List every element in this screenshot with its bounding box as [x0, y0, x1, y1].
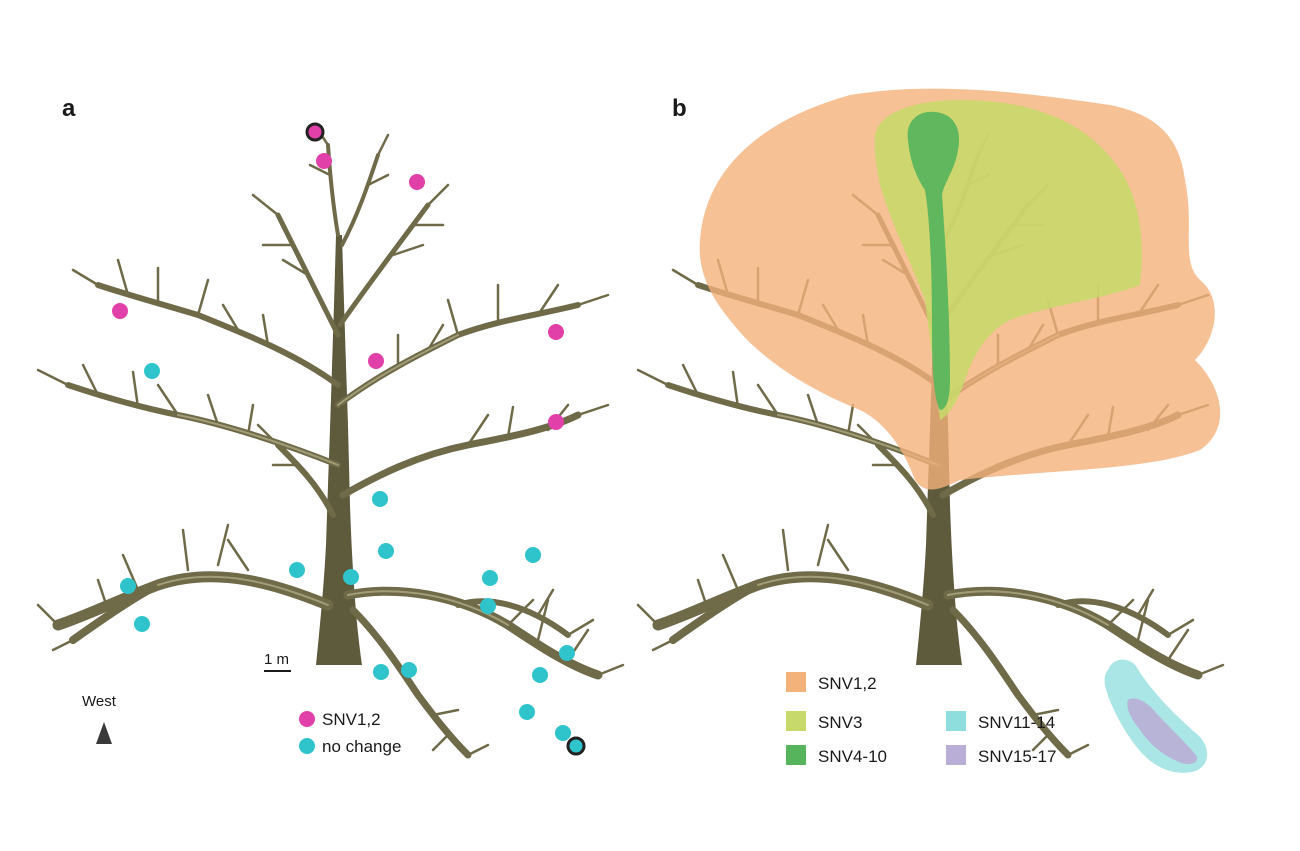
nochange-marker-3: [378, 543, 394, 559]
legend-b-item-snv15-17: SNV15-17: [946, 745, 1056, 766]
nochange-marker-13: [401, 662, 417, 678]
snv-markers: [112, 122, 564, 430]
nochange-marker-8: [120, 578, 136, 594]
snv-marker-4: [548, 324, 564, 340]
legend-b-label-snv1-2: SNV1,2: [818, 674, 877, 693]
nochange-marker-12: [373, 664, 389, 680]
snv-marker-6: [548, 414, 564, 430]
nochange-marker-4: [525, 547, 541, 563]
nochange-marker-16: [555, 725, 571, 741]
snv-marker-2: [409, 174, 425, 190]
nochange-marker-10: [134, 616, 150, 632]
nochange-marker-11: [559, 645, 575, 661]
scale-bar-label: 1 m: [264, 651, 289, 668]
legend-a-item-snv: SNV1,2: [299, 710, 381, 729]
nochange-marker-7: [482, 570, 498, 586]
legend-b-item-snv11-14: SNV11-14: [946, 711, 1055, 732]
north-arrow-icon: [96, 722, 112, 744]
legend-a-item-nochange: no change: [299, 737, 401, 756]
legend-a-label-nochange: no change: [322, 737, 401, 756]
nochange-marker-2: [372, 491, 388, 507]
legend-a-swatch-snv: [299, 711, 315, 727]
orientation-label: West: [82, 693, 117, 710]
legend-b-swatch-snv11-14: [946, 711, 966, 731]
legend-a: SNV1,2 no change: [299, 710, 401, 756]
panel-a: a 1 m West SNV1,2 no change: [38, 95, 623, 756]
legend-b-item-snv3: SNV3: [786, 711, 862, 732]
nochange-marker-5: [289, 562, 305, 578]
legend-b-label-snv4-10: SNV4-10: [818, 747, 887, 766]
legend-a-swatch-nochange: [299, 738, 315, 754]
legend-b-label-snv15-17: SNV15-17: [978, 747, 1056, 766]
nochange-marker-14: [532, 667, 548, 683]
nochange-marker-15: [519, 704, 535, 720]
tree-illustration-a: [38, 130, 623, 755]
legend-b-swatch-snv3: [786, 711, 806, 731]
snv-marker-1: [316, 153, 332, 169]
nochange-marker-17: [566, 736, 586, 756]
legend-a-label-snv: SNV1,2: [322, 710, 381, 729]
panel-a-label: a: [62, 95, 76, 122]
nochange-marker-1: [144, 363, 160, 379]
legend-b-item-snv1-2: SNV1,2: [786, 672, 877, 693]
snv-marker-7: [305, 122, 325, 142]
legend-b-label-snv11-14: SNV11-14: [978, 713, 1055, 732]
nochange-markers: [120, 363, 586, 756]
legend-b-label-snv3: SNV3: [818, 713, 862, 732]
region-snv4-10: [907, 111, 960, 410]
panel-b: b SNV1,2 SNV3 SNV4-10: [638, 88, 1223, 773]
legend-b-swatch-snv15-17: [946, 745, 966, 765]
legend-b-item-snv4-10: SNV4-10: [786, 745, 887, 766]
legend-b-swatch-snv4-10: [786, 745, 806, 765]
nochange-marker-6: [343, 569, 359, 585]
scale-bar: 1 m: [264, 651, 291, 672]
snv-marker-3: [112, 303, 128, 319]
region-snv15-17: [1127, 698, 1198, 765]
panel-b-label: b: [672, 95, 687, 122]
orientation-indicator: West: [82, 693, 117, 744]
legend-b-swatch-snv1-2: [786, 672, 806, 692]
legend-b: SNV1,2 SNV3 SNV4-10 SNV11-14 SNV15-17: [786, 672, 1056, 766]
nochange-marker-9: [480, 598, 496, 614]
snv-marker-5: [368, 353, 384, 369]
